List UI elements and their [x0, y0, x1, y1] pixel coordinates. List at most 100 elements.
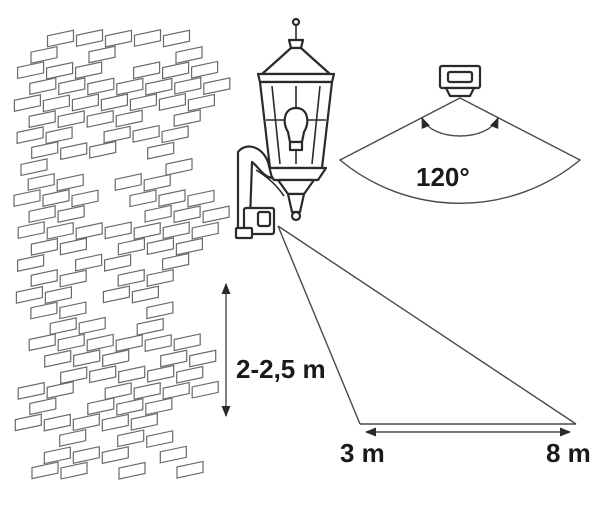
- brick: [30, 269, 58, 287]
- brick: [191, 380, 219, 399]
- brick: [102, 349, 130, 368]
- brick: [46, 381, 74, 399]
- brick: [89, 140, 117, 159]
- brick: [162, 61, 190, 80]
- top-view-detection-fan: [338, 64, 582, 204]
- brick: [117, 237, 146, 256]
- brick: [30, 237, 58, 256]
- brick: [15, 285, 43, 304]
- brick: [45, 126, 73, 145]
- brick: [117, 268, 145, 287]
- brick: [187, 93, 215, 112]
- brick: [16, 126, 44, 145]
- brick: [104, 221, 132, 240]
- brick: [42, 94, 71, 113]
- brick: [144, 204, 172, 223]
- brick: [162, 221, 190, 240]
- brick: [104, 29, 133, 48]
- brick: [31, 461, 59, 480]
- brick: [17, 61, 45, 80]
- brick: [46, 29, 75, 48]
- brick: [136, 317, 164, 336]
- brick: [162, 252, 190, 271]
- brick: [133, 382, 161, 401]
- brick: [102, 285, 131, 304]
- brick: [160, 349, 188, 368]
- brick: [72, 445, 100, 464]
- brick: [46, 221, 74, 240]
- brick: [133, 29, 162, 48]
- brick: [27, 172, 55, 191]
- brick: [175, 237, 203, 256]
- brick: [60, 461, 88, 480]
- brick: [175, 46, 203, 65]
- brick: [130, 412, 158, 431]
- brick: [187, 189, 215, 208]
- brick: [202, 205, 230, 224]
- brick: [146, 237, 174, 256]
- brick: [133, 61, 161, 80]
- brick: [29, 77, 57, 96]
- brick: [103, 253, 132, 272]
- angle-label: 120°: [416, 162, 470, 192]
- brick: [161, 125, 189, 144]
- brick: [58, 77, 86, 96]
- brick: [60, 366, 88, 385]
- brick: [146, 301, 174, 320]
- brick: [173, 205, 201, 224]
- brick: [29, 397, 57, 416]
- brick: [174, 76, 202, 95]
- brick: [104, 382, 132, 401]
- brick: [158, 189, 186, 208]
- brick: [59, 301, 87, 320]
- brick: [132, 124, 160, 143]
- brick: [189, 349, 217, 368]
- brick: [87, 77, 115, 96]
- brick: [28, 333, 56, 352]
- brick: [117, 429, 145, 448]
- brick: [59, 237, 88, 256]
- brick: [28, 110, 56, 129]
- brick: [57, 204, 85, 223]
- brick: [74, 253, 103, 272]
- brick: [31, 141, 59, 160]
- brick-wall-icon: [13, 28, 231, 480]
- brick: [101, 413, 129, 432]
- brick: [57, 110, 85, 129]
- brick: [144, 334, 172, 353]
- brick: [103, 125, 131, 144]
- brick: [114, 173, 142, 192]
- brick: [118, 461, 146, 480]
- range-far-label: 8 m: [546, 438, 591, 468]
- brick: [147, 364, 175, 383]
- height-label: 2-2,5 m: [236, 354, 326, 384]
- brick: [116, 397, 144, 416]
- brick: [78, 316, 106, 335]
- brick: [145, 77, 173, 96]
- brick: [129, 189, 157, 208]
- brick: [17, 221, 45, 240]
- brick: [14, 413, 42, 432]
- brick: [115, 334, 143, 353]
- sensor-top-view-icon: [438, 64, 482, 98]
- brick: [86, 109, 114, 128]
- brick: [43, 446, 71, 465]
- brick: [59, 269, 87, 288]
- brick: [89, 365, 117, 384]
- brick: [133, 222, 161, 241]
- brick: [118, 365, 146, 384]
- brick: [191, 60, 219, 79]
- brick: [17, 381, 45, 400]
- brick: [165, 157, 193, 176]
- brick: [176, 365, 204, 384]
- brick: [143, 173, 171, 192]
- brick: [13, 93, 41, 112]
- brick: [145, 397, 173, 416]
- brick: [100, 93, 129, 112]
- brick: [86, 333, 114, 352]
- brick: [42, 189, 70, 207]
- brick: [71, 93, 100, 112]
- brick: [49, 317, 77, 336]
- brick: [72, 413, 100, 432]
